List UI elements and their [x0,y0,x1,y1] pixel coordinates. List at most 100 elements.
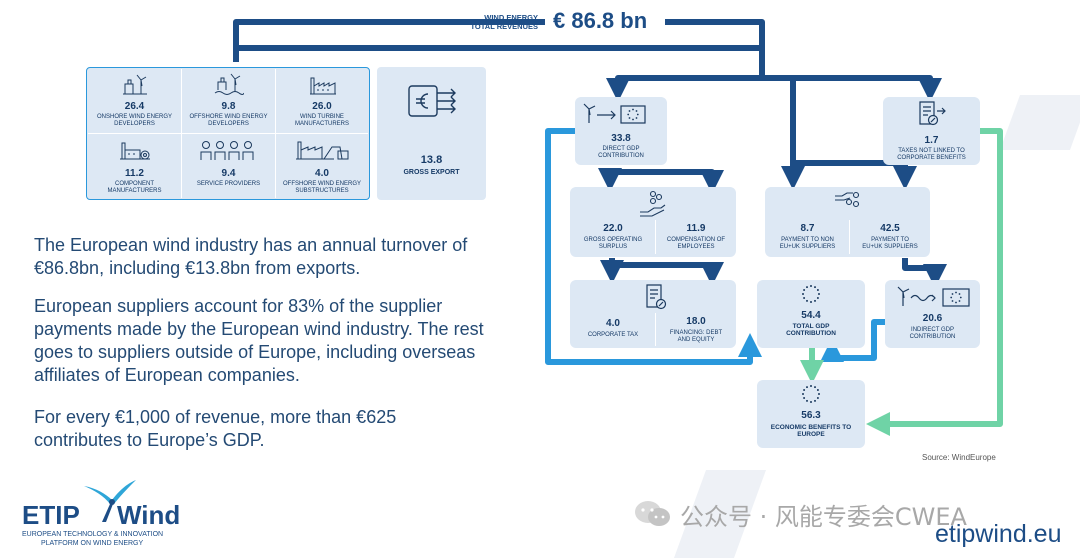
revenue-label: ONSHORE WIND ENERGY DEVELOPERS [96,114,172,127]
offshore-wind-icon [214,73,244,95]
box-divider [655,313,656,346]
payment-eu-label: PAYMENT TO EU+UK SUPPLIERS [862,237,918,250]
revenue-label: COMPONENT MANUFACTURERS [107,181,162,194]
direct-gdp-label: DIRECT GDP CONTRIBUTION [598,146,644,159]
gross-export-box: 13.8 GROSS EXPORT [377,67,486,200]
paragraph-gdp: For every €1,000 of revenue, more than €… [34,407,397,450]
revenue-item-offshore: 9.8 OFFSHORE WIND ENERGY DEVELOPERS [182,69,275,133]
export-value: 13.8 [420,154,443,166]
connector-taxes-to-benefits [866,128,1003,436]
total-gdp-value: 54.4 [801,310,821,321]
surplus-label: GROSS OPERATING SURPLUS [583,237,643,250]
connector-to-payments-right [793,160,917,190]
taxes-label: TAXES NOT LINKED TO CORPORATE BENEFITS [897,148,966,161]
payment-eu-cell: 42.5 PAYMENT TO EU+UK SUPPLIERS [850,220,930,257]
connector-to-indirect [902,258,947,288]
connector-header-right [665,19,765,62]
euro-export-icon [408,85,456,117]
revenue-label: SERVICE PROVIDERS [196,181,261,187]
coins-hand-icon [640,190,666,217]
paragraph-turnover: The European wind industry has an annual… [34,235,468,278]
total-gdp-label: TOTAL GDP CONTRIBUTION [786,323,836,337]
tax-document-icon [646,284,667,310]
corporate-tax-cell: 4.0 CORPORATE TAX [570,313,656,348]
revenue-value: 11.2 [125,168,144,179]
eu-stars-icon [802,285,820,303]
revenue-label: OFFSHORE WIND ENERGY DEVELOPERS [189,114,268,127]
turbine-to-eu-icon [583,103,646,124]
revenue-label: WIND TURBINE MANUFACTURERS [294,114,349,127]
header-label-line1: WIND ENERGY [484,13,538,22]
indirect-gdp-label: INDIRECT GDP CONTRIBUTION [909,327,956,340]
connector-to-financing [612,262,724,286]
revenue-item-services: 9.4 SERVICE PROVIDERS [182,134,275,198]
logo-subtitle-line2: PLATFORM ON WIND ENERGY [41,540,144,547]
paragraph-suppliers: European suppliers account for 83% of th… [34,296,484,385]
direct-gdp-box: 33.8 DIRECT GDP CONTRIBUTION [575,97,667,165]
taxes-value: 1.7 [924,135,939,146]
revenue-value: 9.4 [221,168,236,179]
payment-eu-value: 42.5 [880,223,900,234]
compensation-value: 11.9 [686,223,706,234]
wechat-watermark: 公众号 · 风能专委会CWEA [632,498,967,531]
compensation-label: COMPENSATION OF EMPLOYEES [666,237,726,250]
taxes-box: 1.7 TAXES NOT LINKED TO CORPORATE BENEFI… [883,97,980,165]
export-label: GROSS EXPORT [403,169,460,176]
watermark-text: 公众号 · 风能专委会CWEA [680,502,967,531]
revenue-item-substructures: 4.0 OFFSHORE WIND ENERGY SUBSTRUCTURES [276,134,368,198]
economic-benefits-label: ECONOMIC BENEFITS TO EUROPE [770,424,852,438]
logo-subtitle-line1: EUROPEAN TECHNOLOGY & INNOVATION [22,531,164,538]
surplus-cell: 22.0 GROSS OPERATING SURPLUS [570,220,656,257]
payment-non-eu-label: PAYMENT TO NON EU+UK SUPPLIERS [779,237,836,250]
payment-non-eu-cell: 8.7 PAYMENT TO NON EU+UK SUPPLIERS [765,220,850,257]
header-label-line2: TOTAL REVENUES [470,22,538,31]
surplus-value: 22.0 [603,223,623,234]
direct-gdp-value: 33.8 [611,133,631,144]
revenue-item-onshore: 26.4 ONSHORE WIND ENERGY DEVELOPERS [88,69,181,133]
logo-name-right: Wind [117,500,181,530]
wechat-icon [635,501,670,526]
coins-hand-icon [835,191,860,208]
total-gdp-box: 54.4 TOTAL GDP CONTRIBUTION [757,280,865,348]
compensation-cell: 11.9 COMPENSATION OF EMPLOYEES [656,220,736,257]
revenue-item-turbine-manufacturers: 26.0 WIND TURBINE MANUFACTURERS [276,69,368,133]
financing-cell: 18.0 FINANCING: DEBT AND EQUITY [656,313,736,348]
connector-to-direct-gdp [606,48,765,102]
factory-icon [310,77,336,95]
revenue-label: OFFSHORE WIND ENERGY SUBSTRUCTURES [282,181,361,194]
revenue-value: 26.0 [312,101,332,112]
turbine-to-eu-icon [897,286,970,307]
connector-to-compensation [610,169,724,194]
connector-direct-to-total [545,128,762,365]
corporate-tax-label: CORPORATE TAX [587,332,639,338]
corporate-tax-value: 4.0 [606,318,620,329]
etip-wind-logo: ETIP Wind EUROPEAN TECHNOLOGY & INNOVATI… [22,474,202,554]
onshore-wind-icon [123,74,147,95]
revenue-value: 26.4 [124,101,145,112]
indirect-gdp-value: 20.6 [922,313,943,324]
tax-financing-box [570,280,736,348]
component-factory-icon [120,142,150,160]
panel-divider-h [88,133,368,134]
economic-benefits-value: 56.3 [801,410,821,421]
financing-value: 18.0 [686,316,706,327]
connector-indirect-to-total [820,319,885,362]
revenue-value: 9.8 [221,101,236,112]
substructure-icon [296,141,349,160]
economic-benefits-box: 56.3 ECONOMIC BENEFITS TO EUROPE [757,380,865,448]
header-total: € 86.8 bn [553,8,648,33]
box-divider [655,220,656,254]
turbine-logo-icon [84,480,136,522]
eu-stars-icon [802,385,820,403]
revenue-item-component: 11.2 COMPONENT MANUFACTURERS [88,134,181,198]
website-link[interactable]: etipwind.eu [935,520,1062,548]
financing-label: FINANCING: DEBT AND EQUITY [669,330,723,343]
box-divider [849,220,850,254]
tax-document-icon [919,101,946,126]
source-note: Source: WindEurope [922,453,996,462]
header-label: WIND ENERGY TOTAL REVENUES [440,13,538,31]
connector-to-taxes [762,75,942,102]
workers-icon [200,141,254,160]
indirect-gdp-box: 20.6 INDIRECT GDP CONTRIBUTION [885,280,980,348]
